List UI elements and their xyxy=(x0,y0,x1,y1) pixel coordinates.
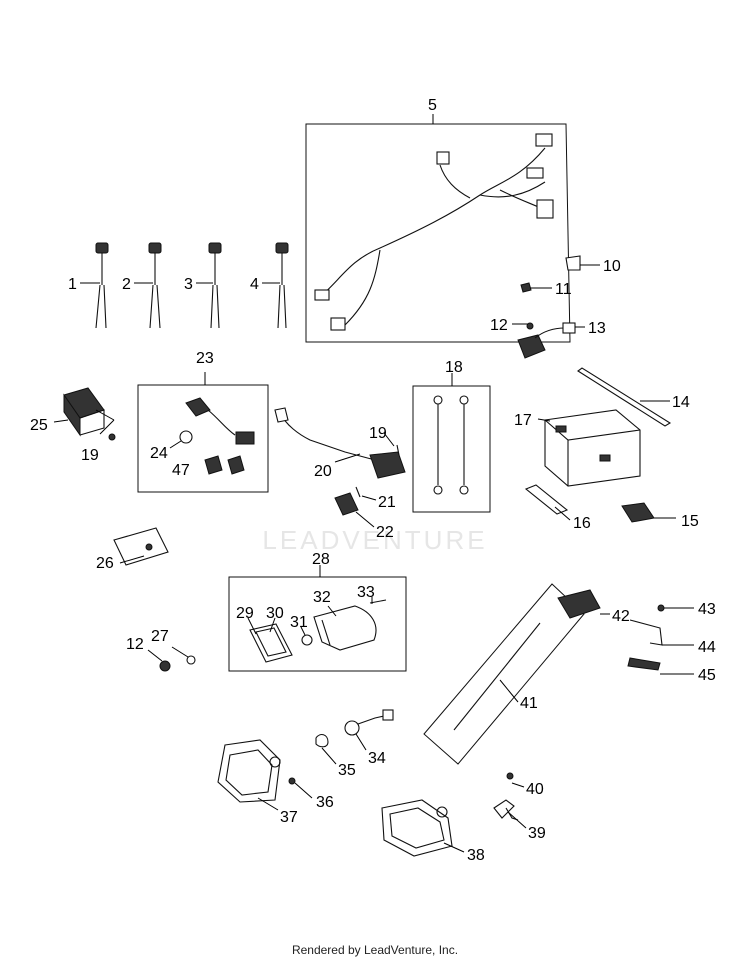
part-47-key[interactable] xyxy=(204,455,245,475)
part-45-pad[interactable] xyxy=(627,657,694,675)
callout-40: 40 xyxy=(526,781,544,798)
callout-18: 18 xyxy=(445,359,463,376)
part-21-screw[interactable] xyxy=(355,486,377,501)
part-40-bolt[interactable] xyxy=(506,772,525,788)
part-14-battery-strap[interactable] xyxy=(577,367,672,427)
callout-39: 39 xyxy=(528,825,546,842)
callout-42: 42 xyxy=(612,608,630,625)
part-27-washer[interactable] xyxy=(171,646,196,665)
part-44-bracket[interactable] xyxy=(629,619,694,646)
callout-34: 34 xyxy=(368,750,386,767)
part-13-starter-relay[interactable] xyxy=(517,322,585,359)
part-30-tail-lens[interactable] xyxy=(249,617,293,663)
callout-29: 29 xyxy=(236,605,254,622)
part-33-screw[interactable] xyxy=(369,597,387,604)
part-26-cover[interactable] xyxy=(113,527,169,566)
part-24-ring[interactable] xyxy=(169,430,193,449)
part-12-nut-lower[interactable] xyxy=(147,649,171,672)
callout-15: 15 xyxy=(681,513,699,530)
callout-45: 45 xyxy=(698,667,716,684)
callout-labels: 5 1 2 3 4 10 11 12 13 14 17 18 23 25 19 … xyxy=(30,97,716,864)
callout-22: 22 xyxy=(376,524,394,541)
callout-10: 10 xyxy=(603,258,621,275)
callout-27: 27 xyxy=(151,628,169,645)
callout-14: 14 xyxy=(672,394,690,411)
callout-19-right: 19 xyxy=(369,425,387,442)
callout-20: 20 xyxy=(314,463,332,480)
callout-12-lower: 12 xyxy=(126,636,144,653)
part-18-battery-cables[interactable] xyxy=(412,373,491,513)
part-22-coil-cover[interactable] xyxy=(334,492,375,528)
callout-25: 25 xyxy=(30,417,48,434)
callout-43: 43 xyxy=(698,601,716,618)
callout-23: 23 xyxy=(196,350,214,367)
part-34-socket[interactable] xyxy=(344,709,394,751)
part-19-bolt-regulator[interactable] xyxy=(95,409,116,441)
part-10-fuse-cap[interactable] xyxy=(565,255,600,271)
callout-30: 30 xyxy=(266,605,284,622)
callout-38: 38 xyxy=(467,847,485,864)
callout-28: 28 xyxy=(312,551,330,568)
callout-3: 3 xyxy=(184,276,193,293)
callout-32: 32 xyxy=(313,589,331,606)
part-2-lead-wire[interactable] xyxy=(148,242,162,329)
callout-12-top: 12 xyxy=(490,317,508,334)
callout-35: 35 xyxy=(338,762,356,779)
part-35-bulb[interactable] xyxy=(315,733,337,765)
callout-44: 44 xyxy=(698,639,716,656)
part-37-headlight-left[interactable] xyxy=(217,739,281,811)
callout-47: 47 xyxy=(172,462,190,479)
part-31-bulb[interactable] xyxy=(300,626,313,646)
part-23-ignition-switch-kit[interactable] xyxy=(137,372,269,493)
part-29-gasket[interactable] xyxy=(247,617,257,635)
part-17-battery[interactable] xyxy=(537,409,641,487)
callout-5: 5 xyxy=(428,97,437,114)
part-41-wire-box[interactable] xyxy=(423,583,585,765)
callout-26: 26 xyxy=(96,555,114,572)
callout-19-left: 19 xyxy=(81,447,99,464)
watermark-text: LEADVENTURE xyxy=(262,525,487,555)
part-20-ignition-coil[interactable] xyxy=(274,407,406,479)
part-12-nut[interactable] xyxy=(512,322,534,330)
part-28-tail-light-assembly[interactable] xyxy=(228,565,407,672)
callout-21: 21 xyxy=(378,494,396,511)
callout-11: 11 xyxy=(555,281,572,298)
part-19-bolt-coil[interactable] xyxy=(383,432,400,456)
part-36-screw[interactable] xyxy=(288,777,313,799)
part-3-lead-wire[interactable] xyxy=(208,242,222,329)
part-39-bracket[interactable] xyxy=(493,799,527,829)
part-38-headlight-right[interactable] xyxy=(381,799,465,857)
part-42-fuse-box[interactable] xyxy=(557,589,610,619)
part-32-tail-housing[interactable] xyxy=(313,605,377,651)
callout-17: 17 xyxy=(514,412,532,429)
part-16-label[interactable] xyxy=(524,484,571,521)
part-5-main-wire-harness[interactable] xyxy=(305,114,571,343)
callout-37: 37 xyxy=(280,809,298,826)
part-15-pad[interactable] xyxy=(621,502,676,523)
callout-41: 41 xyxy=(520,695,538,712)
callout-31: 31 xyxy=(290,614,308,631)
callout-13: 13 xyxy=(588,320,606,337)
callout-33: 33 xyxy=(357,584,375,601)
part-43-bolt[interactable] xyxy=(657,604,694,612)
part-25-voltage-regulator[interactable] xyxy=(53,387,105,437)
callout-2: 2 xyxy=(122,276,131,293)
callout-4: 4 xyxy=(250,276,259,293)
part-1-lead-wire[interactable] xyxy=(95,242,109,329)
callout-24: 24 xyxy=(150,445,168,462)
footer-credit: Rendered by LeadVenture, Inc. xyxy=(292,943,458,957)
part-11-clip[interactable] xyxy=(520,282,552,293)
callout-1: 1 xyxy=(68,276,77,293)
callout-16: 16 xyxy=(573,515,591,532)
part-4-lead-wire[interactable] xyxy=(275,242,289,329)
callout-36: 36 xyxy=(316,794,334,811)
